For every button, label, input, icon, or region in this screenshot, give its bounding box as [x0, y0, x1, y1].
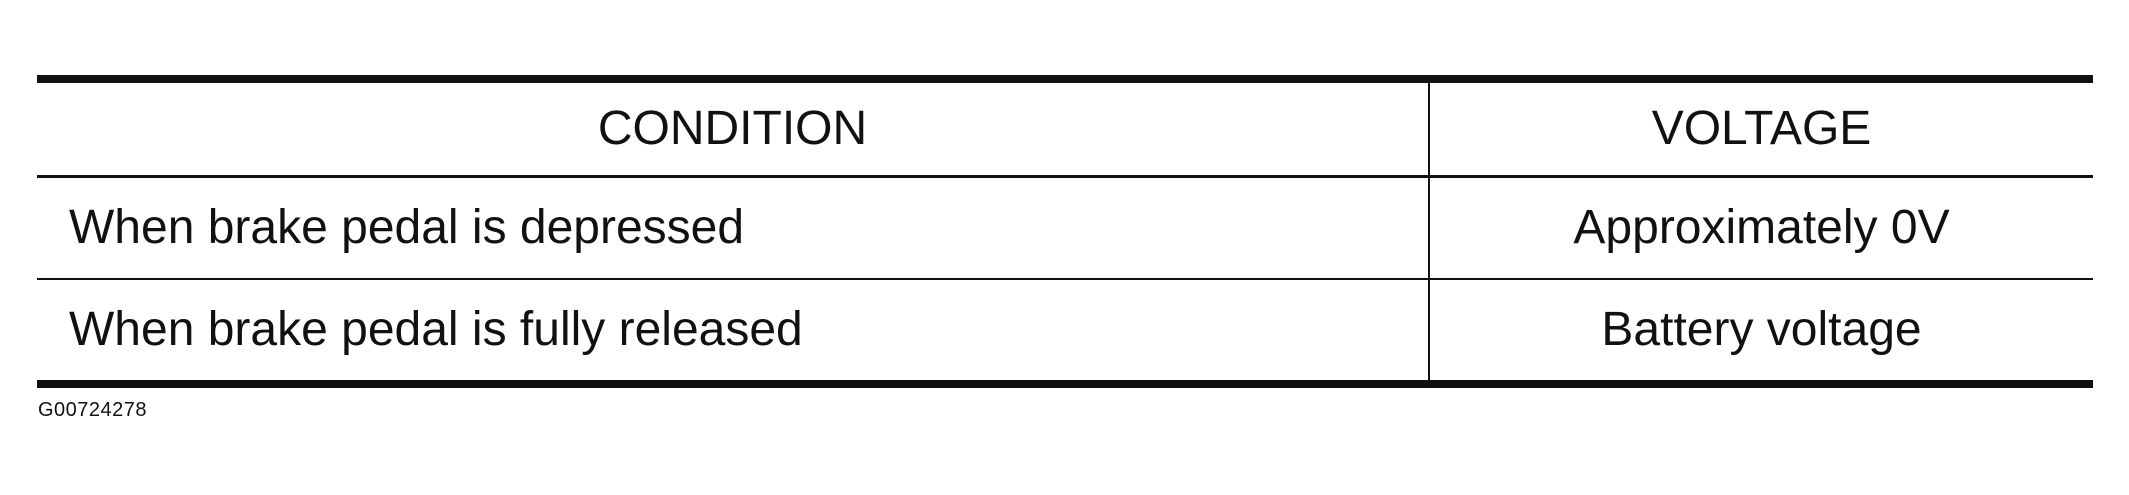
table-body: When brake pedal is depressed Approximat…	[37, 176, 2093, 384]
voltage-spec-table: CONDITION VOLTAGE When brake pedal is de…	[37, 75, 2093, 388]
table-header: CONDITION VOLTAGE	[37, 79, 2093, 178]
figure-id-label: G00724278	[38, 399, 148, 421]
condition-cell: When brake pedal is depressed	[37, 176, 1430, 280]
header-row: CONDITION VOLTAGE	[37, 79, 2093, 178]
condition-column-header: CONDITION	[37, 79, 1430, 178]
voltage-cell: Battery voltage	[1601, 303, 1922, 356]
voltage-column-header: VOLTAGE	[1429, 79, 2093, 178]
table-row: When brake pedal is depressed Approximat…	[37, 176, 2093, 280]
table-row: When brake pedal is fully released Batte…	[37, 279, 2093, 384]
voltage-cell: Approximately 0V	[1429, 176, 2093, 280]
condition-cell: When brake pedal is fully released	[37, 279, 1430, 384]
